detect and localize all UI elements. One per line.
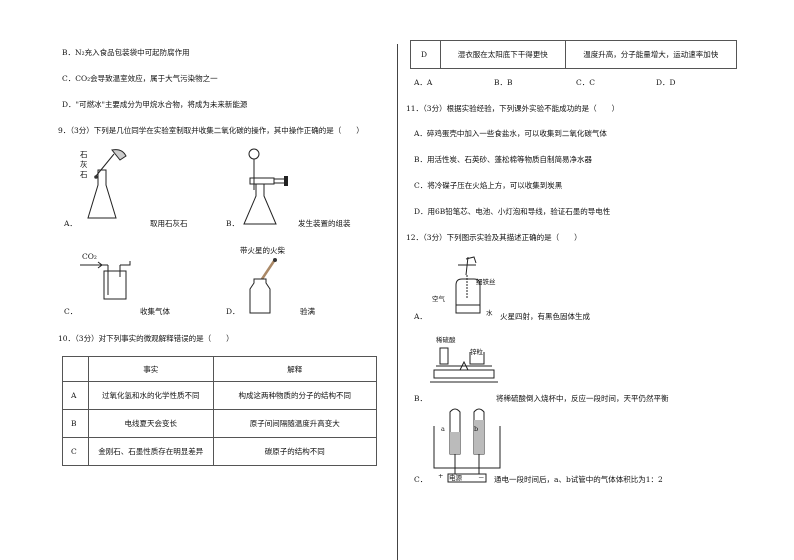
table-cell: B bbox=[62, 409, 89, 438]
co2-label: CO₂ bbox=[82, 252, 97, 261]
table-header-cell bbox=[62, 356, 89, 382]
negative-terminal-label: － bbox=[478, 474, 485, 482]
glowing-splint-label: 带火星的火柴 bbox=[240, 246, 285, 255]
air-label: 空气 bbox=[432, 295, 445, 303]
gas-generator-apparatus-icon bbox=[243, 148, 288, 225]
balance-scale-icon bbox=[430, 347, 498, 383]
q8-option-c: C．CO₂会导致温室效应，属于大气污染物之一 bbox=[62, 74, 218, 83]
table-cell: C bbox=[62, 437, 89, 466]
q9-option-a-letter: A． bbox=[64, 219, 77, 228]
table-cell: 碳原子的结构不同 bbox=[212, 437, 378, 466]
q10-option-b: B．B bbox=[494, 78, 513, 87]
q10-table-continued: D 湿衣服在太阳底下干得更快 温度升高，分子能量增大，运动速率加快 bbox=[410, 40, 738, 69]
zinc-granules-label: 锌粒 bbox=[470, 348, 483, 356]
table-cell: 湿衣服在太阳底下干得更快 bbox=[439, 40, 566, 69]
q10-option-d: D．D bbox=[656, 78, 676, 87]
tube-b-label: b bbox=[474, 425, 479, 433]
q12-stem: 12．（3分）下列图示实验及其描述正确的是（ ） bbox=[406, 233, 582, 242]
q12-option-b-letter: B． bbox=[414, 394, 428, 403]
table-header-cell: 解释 bbox=[212, 356, 378, 382]
q10-stem: 10．（3分）对下列事实的微观解释错误的是（ ） bbox=[58, 334, 234, 343]
table-cell: 金刚石、石墨性质存在明显差异 bbox=[87, 437, 214, 466]
table-row: 事实 解释 bbox=[62, 356, 378, 382]
gas-collection-bottle-icon bbox=[80, 261, 131, 300]
table-cell: D bbox=[410, 40, 441, 69]
table-cell: 温度升高，分子能量增大，运动速率加快 bbox=[564, 40, 738, 69]
table-cell: 原子间间隔随温度升高变大 bbox=[212, 409, 378, 438]
q9-option-d-text: 验满 bbox=[300, 307, 315, 316]
q10-option-a: A．A bbox=[414, 78, 433, 87]
water-label: 水 bbox=[486, 309, 493, 317]
q9-stem: 9．（3分）下列是几位同学在实验室制取并收集二氧化碳的操作，其中操作正确的是（ … bbox=[58, 126, 364, 135]
table-row: A 过氧化氢和水的化学性质不同 构成这两种物质的分子的结构不同 bbox=[62, 381, 378, 410]
q10-option-c: C．C bbox=[576, 78, 595, 87]
q11-option-d: D．用6B铅笔芯、电池、小灯泡和导线，验证石墨的导电性 bbox=[414, 207, 611, 216]
q9-option-b-text: 发生装置的组装 bbox=[298, 219, 351, 228]
positive-terminal-label: + bbox=[438, 472, 444, 480]
q9-option-a-text: 取用石灰石 bbox=[150, 219, 188, 228]
q11-stem: 11．（3分）根据实验经验，下列课外实验不能成功的是（ ） bbox=[406, 104, 620, 113]
q11-option-a: A．碎鸡蛋壳中加入一些食盐水，可以收集到二氧化碳气体 bbox=[414, 129, 607, 138]
water-electrolysis-apparatus-icon bbox=[433, 408, 501, 483]
q12-option-c-text: 通电一段时间后，a、b试管中的气体体积比为1：2 bbox=[494, 475, 663, 484]
q9-option-c-text: 收集气体 bbox=[140, 307, 170, 316]
q11-option-c: C．将冷碟子压在火焰上方，可以收集到炭黑 bbox=[414, 181, 563, 190]
q10-table: 事实 解释 A 过氧化氢和水的化学性质不同 构成这两种物质的分子的结构不同 B … bbox=[62, 356, 378, 466]
q12-option-b-text: 将稀硫酸倒入烧杯中，反应一段时间，天平仍然平衡 bbox=[496, 394, 669, 403]
q9-option-c-letter: C． bbox=[64, 307, 78, 316]
q8-option-b: B．N₂充入食品包装袋中可起防腐作用 bbox=[62, 48, 190, 57]
table-cell: 构成这两种物质的分子的结构不同 bbox=[212, 381, 378, 410]
q9-option-b-letter: B． bbox=[226, 219, 240, 228]
table-row: D 湿衣服在太阳底下干得更快 温度升高，分子能量增大，运动速率加快 bbox=[410, 40, 738, 69]
iron-burning-in-air-icon bbox=[455, 256, 481, 314]
dilute-sulfuric-acid-label: 稀硫酸 bbox=[436, 336, 456, 344]
table-cell: A bbox=[62, 381, 89, 410]
limestone-label: 石 灰 石 bbox=[80, 150, 88, 179]
q12-option-a-text: 火星四射，有黑色固体生成 bbox=[500, 312, 590, 321]
q9-option-d-letter: D． bbox=[226, 307, 240, 316]
tube-a-label: a bbox=[441, 425, 445, 433]
power-supply-label: 电源 bbox=[449, 474, 462, 482]
q12-option-c-letter: C． bbox=[414, 475, 428, 484]
q11-option-b: B．用活性炭、石英砂、蓬松棉等物质自制简易净水器 bbox=[414, 155, 593, 164]
table-row: B 电线夏天会变长 原子间间隔随温度升高变大 bbox=[62, 409, 378, 438]
table-cell: 电线夏天会变长 bbox=[87, 409, 214, 438]
q12-option-a-letter: A． bbox=[414, 312, 427, 321]
erlenmeyer-flask-hand-icon bbox=[87, 149, 127, 219]
gas-jar-with-splint-icon bbox=[249, 258, 277, 314]
table-cell: 过氧化氢和水的化学性质不同 bbox=[87, 381, 214, 410]
table-row: C 金刚石、石墨性质存在明显差异 碳原子的结构不同 bbox=[62, 437, 378, 466]
table-header-cell: 事实 bbox=[87, 356, 214, 382]
q8-option-d: D．"可燃冰"主要成分为甲烷水合物，将成为未来新能源 bbox=[62, 100, 248, 109]
column-divider bbox=[397, 44, 398, 560]
iron-wire-label: 细铁丝 bbox=[476, 278, 496, 286]
